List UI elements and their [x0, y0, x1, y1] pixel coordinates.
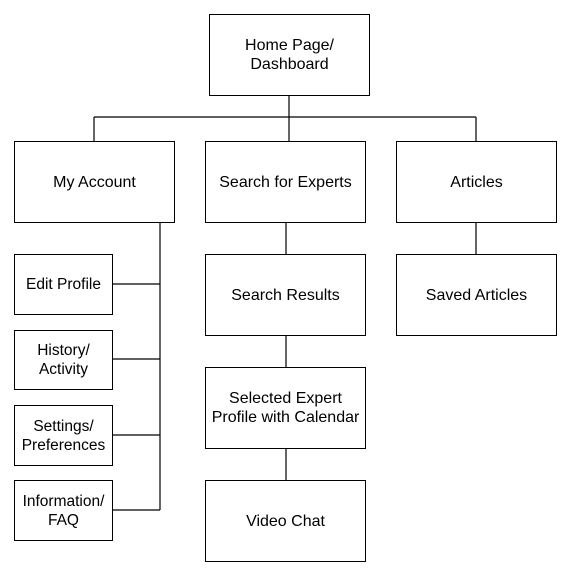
node-search-results: Search Results: [205, 254, 366, 336]
node-saved-articles: Saved Articles: [396, 254, 557, 336]
node-video-chat: Video Chat: [205, 480, 366, 562]
node-edit-profile: Edit Profile: [14, 254, 113, 315]
node-search-for-experts: Search for Experts: [205, 141, 366, 223]
node-information-faq: Information/ FAQ: [14, 480, 113, 541]
node-articles: Articles: [396, 141, 557, 223]
node-home-dashboard: Home Page/ Dashboard: [209, 14, 370, 96]
node-settings-preferences: Settings/ Preferences: [14, 405, 113, 466]
node-history-activity: History/ Activity: [14, 330, 113, 390]
node-selected-expert-profile: Selected Expert Profile with Calendar: [205, 367, 366, 449]
node-my-account: My Account: [14, 141, 175, 223]
